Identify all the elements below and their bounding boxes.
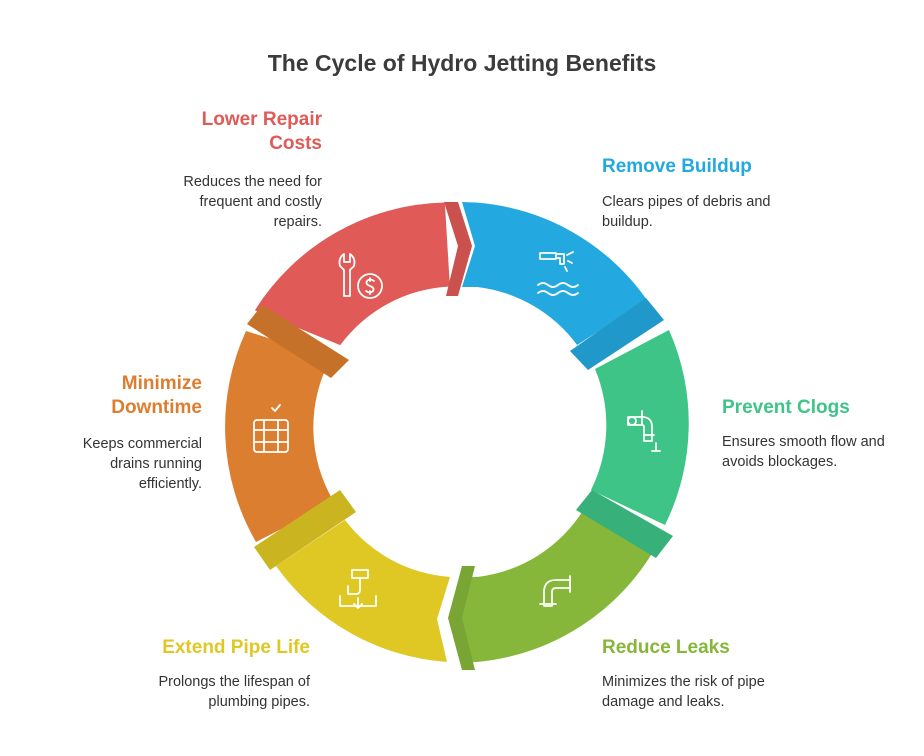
- desc-reduce-leaks: Minimizes the risk of pipe damage and le…: [602, 674, 765, 710]
- ring: [225, 202, 689, 662]
- separator-tab: [444, 202, 472, 296]
- diagram-title: The Cycle of Hydro Jetting Benefits: [267, 50, 657, 76]
- label-reduce-leaks: Reduce Leaks: [602, 637, 730, 658]
- label-minimize-downtime: Minimize Downtime: [111, 373, 202, 418]
- desc-remove-buildup: Clears pipes of debris and buildup.: [602, 194, 771, 230]
- pipe-joint-icon: [539, 575, 571, 607]
- segment-extend-pipe-life: [276, 520, 450, 662]
- desc-extend-pipe-life: Prolongs the lifespan of plumbing pipes.: [158, 674, 310, 710]
- separator-tab: [254, 490, 356, 570]
- label-remove-buildup: Remove Buildup: [602, 156, 752, 177]
- desc-minimize-downtime: Keeps commercial drains running efficien…: [82, 436, 202, 492]
- separator-tab: [247, 305, 349, 378]
- pipe-elbow-icon: [627, 410, 661, 452]
- segment-remove-buildup: [462, 202, 647, 345]
- wrench-dollar-icon: [338, 253, 383, 299]
- faucet-water-icon: [537, 251, 579, 296]
- segment-lower-repair-costs: [254, 202, 450, 346]
- desc-prevent-clogs: Ensures smooth flow and avoids blockages…: [722, 434, 885, 470]
- segment-prevent-clogs: [591, 330, 689, 525]
- label-prevent-clogs: Prevent Clogs: [722, 397, 850, 418]
- drain-check-icon: [253, 404, 289, 453]
- separator-tab: [576, 490, 673, 558]
- segment-reduce-leaks: [449, 509, 657, 662]
- segment-separators: [247, 202, 673, 670]
- label-extend-pipe-life: Extend Pipe Life: [162, 637, 310, 658]
- separator-tab: [570, 298, 664, 370]
- separator-tab: [448, 566, 475, 670]
- label-lower-repair-costs: Lower Repair Costs: [201, 109, 322, 154]
- desc-lower-repair-costs: Reduces the need for frequent and costly…: [183, 174, 322, 230]
- pipe-install-icon: [339, 569, 377, 609]
- segment-minimize-downtime: [225, 331, 334, 542]
